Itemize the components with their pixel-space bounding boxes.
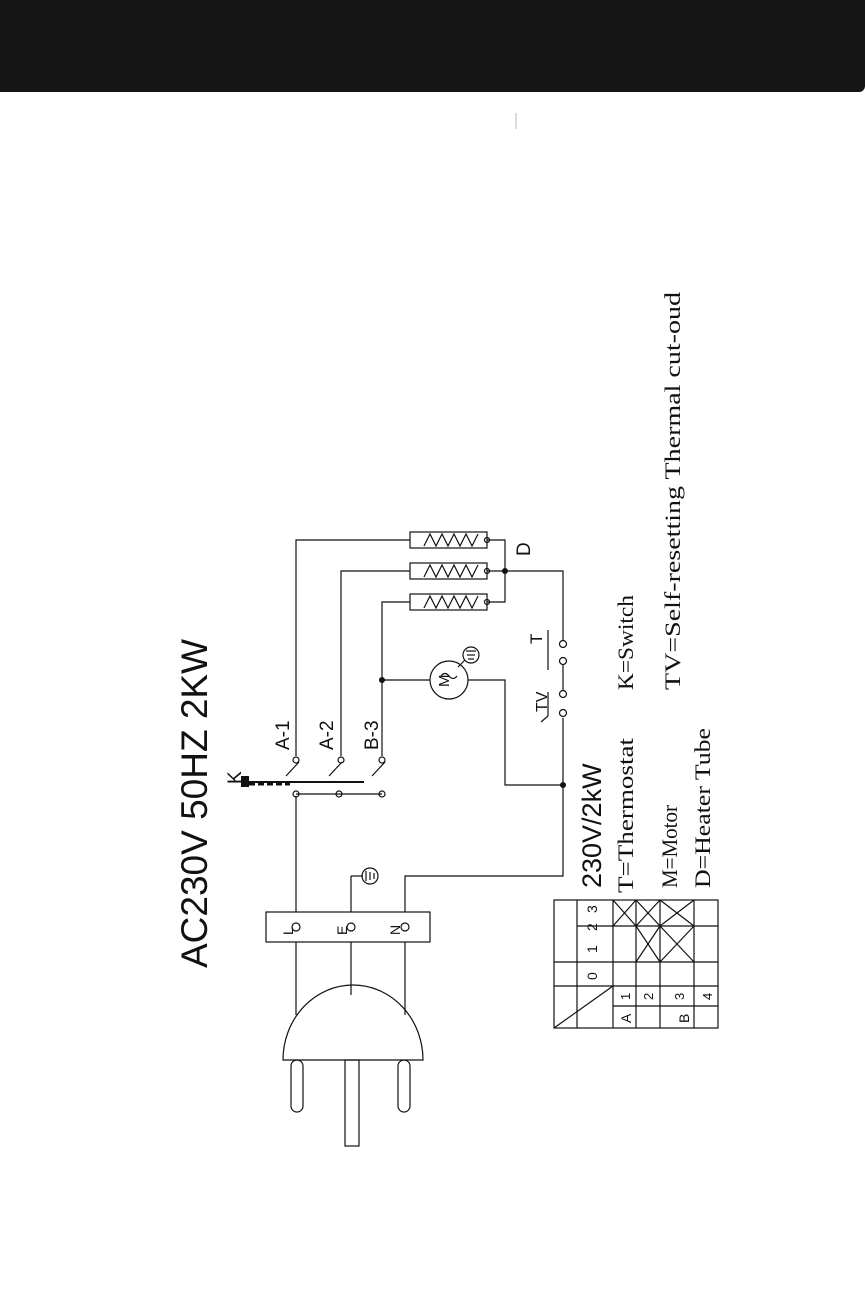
legend-thermostat: T=Thermostat	[613, 738, 638, 893]
svg-text:A-2: A-2	[317, 720, 338, 750]
ground-icon	[362, 868, 378, 884]
svg-text:TV=Self-resetting Thermal cut-: TV=Self-resetting Thermal cut-oud	[660, 292, 685, 690]
svg-text:2: 2	[641, 993, 656, 1000]
diagram-title: AC230V 50HZ 2KW	[174, 639, 215, 968]
legend-heater-tube: D=Heater Tube	[690, 728, 715, 888]
svg-text:L: L	[280, 927, 296, 935]
svg-text:D=Heater Tube: D=Heater Tube	[690, 728, 715, 888]
svg-text:4: 4	[700, 993, 715, 1000]
heater-tubes	[410, 532, 490, 610]
wires	[286, 540, 563, 1015]
motor-ground-icon	[463, 647, 479, 663]
contact-b3-label: B-3	[362, 720, 383, 750]
switch-k	[241, 757, 385, 797]
svg-text:230V/2kW: 230V/2kW	[577, 763, 607, 888]
terminal-l-label: L	[280, 927, 296, 935]
svg-text:AC230V 50HZ 2KW: AC230V 50HZ 2KW	[174, 639, 215, 968]
contact-a1-label: A-1	[273, 720, 294, 750]
junction-dots	[379, 568, 566, 788]
svg-text:M=Motor: M=Motor	[657, 804, 682, 888]
rating-label: 230V/2kW	[577, 763, 607, 888]
svg-text:A-1: A-1	[273, 720, 294, 750]
contact-a2-label: A-2	[317, 720, 338, 750]
svg-text:3: 3	[672, 993, 687, 1000]
legend-switch: K=Switch	[613, 595, 638, 690]
svg-text:D: D	[514, 542, 535, 556]
svg-text:T: T	[527, 634, 546, 644]
legend-tv: TV=Self-resetting Thermal cut-oud	[660, 292, 685, 690]
plug	[283, 985, 423, 1146]
svg-text:A: A	[618, 1013, 634, 1023]
svg-text:B-3: B-3	[362, 720, 383, 750]
legend-motor: M=Motor	[657, 804, 682, 888]
svg-text:B: B	[676, 1014, 692, 1023]
svg-text:K=Switch: K=Switch	[613, 595, 638, 690]
svg-text:T=Thermostat: T=Thermostat	[613, 738, 638, 893]
heater-d-label: D	[514, 542, 535, 556]
thermostat-t	[548, 630, 567, 670]
svg-text:1: 1	[618, 993, 633, 1000]
t-label: T	[527, 634, 546, 644]
svg-text:3: 3	[584, 905, 600, 913]
svg-text:1: 1	[584, 945, 600, 953]
svg-text:2: 2	[584, 923, 600, 931]
svg-text:M: M	[436, 675, 453, 688]
svg-text:0: 0	[584, 972, 600, 980]
switch-table: 0 1 2 3 A B 1 2 3 4	[554, 900, 718, 1028]
motor-m-label: M	[436, 675, 453, 688]
